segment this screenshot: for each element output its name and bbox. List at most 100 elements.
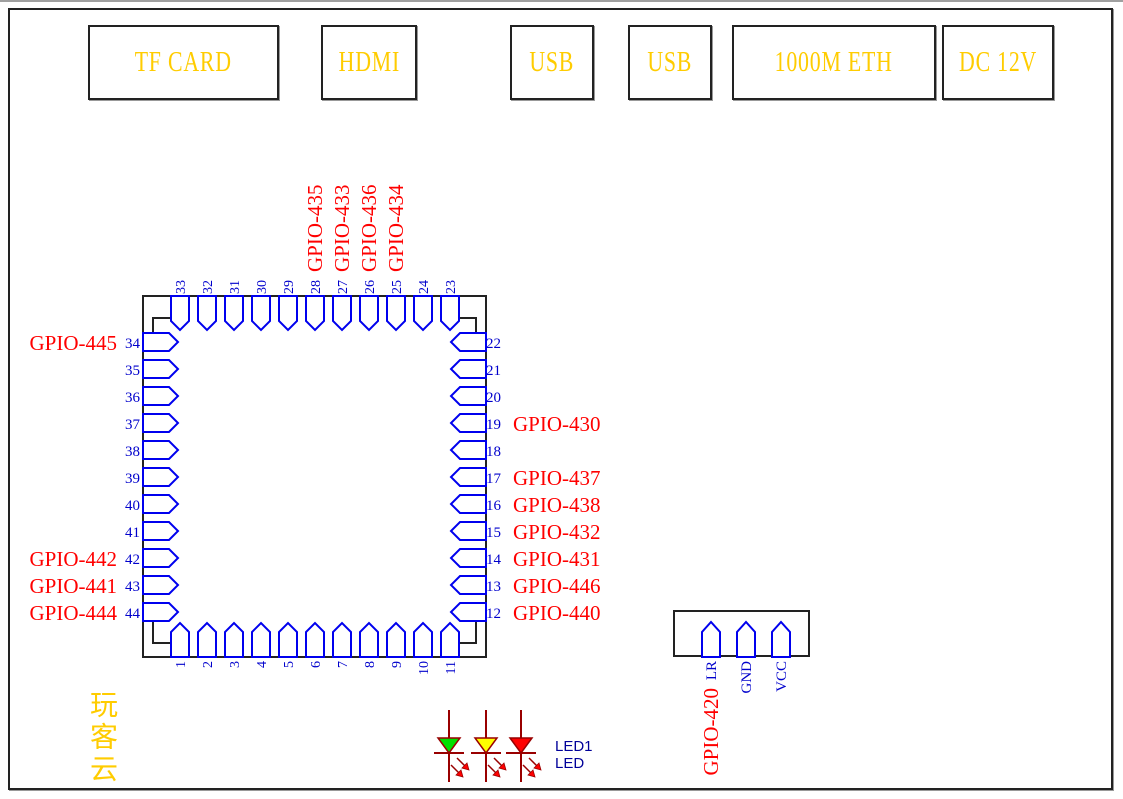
pin-left-39 — [142, 467, 180, 487]
port-ethernet-label: 1000M ETH — [774, 46, 894, 78]
pin-number-34: 34 — [125, 336, 141, 352]
pin-left-40 — [142, 494, 180, 514]
gpio-label-pin-34: GPIO-445 — [30, 331, 118, 355]
pin-number-9: 9 — [390, 661, 405, 668]
pin-number-6: 6 — [309, 661, 324, 668]
pin-number-21: 21 — [486, 363, 501, 379]
gpio-label-pin-42: GPIO-442 — [30, 547, 118, 571]
gpio-label-pin-19: GPIO-430 — [513, 412, 601, 436]
gpio-label-pin-27: GPIO-433 — [330, 185, 354, 273]
pin-number-35: 35 — [125, 363, 140, 379]
pin-number-4: 4 — [255, 661, 270, 668]
port-ethernet: 1000M ETH — [732, 25, 936, 100]
port-hdmi-label: HDMI — [338, 46, 400, 78]
port-usb-2-label: USB — [647, 46, 693, 78]
gpio-label-pin-15: GPIO-432 — [513, 520, 601, 544]
led-light-arrowhead — [492, 769, 501, 778]
pin-bottom-1 — [170, 621, 190, 658]
gpio-label-pin-44: GPIO-444 — [30, 601, 118, 625]
pin-number-23: 23 — [444, 280, 459, 294]
gpio-label-pin-13: GPIO-446 — [513, 574, 601, 598]
header3-pin-vcc — [771, 620, 791, 658]
pin-number-11: 11 — [444, 661, 459, 674]
pin-bottom-10 — [413, 621, 433, 658]
pin-number-1: 1 — [174, 661, 189, 668]
pin-left-36 — [142, 386, 180, 406]
gpio-label-pin-12: GPIO-440 — [513, 601, 601, 625]
pin-number-22: 22 — [486, 336, 501, 352]
pin-number-17: 17 — [486, 471, 502, 487]
gpio-label-pin-17: GPIO-437 — [513, 466, 601, 490]
pin-left-34 — [142, 332, 180, 352]
pin-top-23 — [440, 295, 460, 332]
pin-number-40: 40 — [125, 498, 140, 514]
pin-bottom-2 — [197, 621, 217, 658]
pin-bottom-6 — [305, 621, 325, 658]
led-light-arrowhead — [533, 762, 542, 771]
pin-right-16 — [449, 494, 487, 514]
port-hdmi: HDMI — [321, 25, 417, 100]
gpio-label-header-lr: GPIO-420 — [699, 688, 723, 776]
pin-number-7: 7 — [336, 661, 351, 668]
pin-number-32: 32 — [201, 280, 216, 294]
port-tf-card-label: TF CARD — [134, 46, 233, 78]
gpio-label-pin-14: GPIO-431 — [513, 547, 601, 571]
pin-number-5: 5 — [282, 661, 297, 668]
brand-logo: 玩客云 — [86, 690, 119, 786]
gpio-label-pin-16: GPIO-438 — [513, 493, 601, 517]
pin-right-20 — [449, 386, 487, 406]
pin-number-30: 30 — [255, 280, 270, 294]
pin-number-12: 12 — [486, 606, 501, 622]
pin-bottom-3 — [224, 621, 244, 658]
pin-right-14 — [449, 548, 487, 568]
pin-number-3: 3 — [228, 661, 243, 668]
port-usb-1: USB — [510, 25, 594, 100]
pin-left-43 — [142, 575, 180, 595]
pin-number-10: 10 — [417, 661, 432, 675]
pin-left-35 — [142, 359, 180, 379]
pin-right-12 — [449, 602, 487, 622]
pin-left-41 — [142, 521, 180, 541]
pin-right-18 — [449, 440, 487, 460]
pin-number-39: 39 — [125, 471, 140, 487]
pin-number-25: 25 — [390, 280, 405, 294]
header3-pin-label-gnd: GND — [739, 661, 755, 694]
pin-number-27: 27 — [336, 280, 351, 294]
pin-right-21 — [449, 359, 487, 379]
pin-bottom-7 — [332, 621, 352, 658]
pin-number-13: 13 — [486, 579, 501, 595]
led-green-icon — [436, 737, 462, 755]
pin-top-25 — [386, 295, 406, 332]
pin-top-28 — [305, 295, 325, 332]
led-light-arrowhead — [498, 762, 507, 771]
pin-number-37: 37 — [125, 417, 141, 433]
pin-number-26: 26 — [363, 280, 378, 294]
led-label-2: LED — [555, 755, 584, 772]
pin-top-33 — [170, 295, 190, 332]
pin-top-31 — [224, 295, 244, 332]
pin-top-27 — [332, 295, 352, 332]
pin-number-24: 24 — [417, 280, 432, 294]
pin-bottom-11 — [440, 621, 460, 658]
pin-right-17 — [449, 467, 487, 487]
led-light-arrowhead — [461, 762, 470, 771]
pin-number-15: 15 — [486, 525, 501, 541]
pin-number-44: 44 — [125, 606, 141, 622]
led-light-arrowhead — [455, 769, 464, 778]
pin-left-44 — [142, 602, 180, 622]
pin-number-41: 41 — [125, 525, 140, 541]
gpio-label-pin-26: GPIO-436 — [357, 185, 381, 273]
pin-top-30 — [251, 295, 271, 332]
pin-top-24 — [413, 295, 433, 332]
header3-pin-gnd — [736, 620, 756, 658]
pin-number-31: 31 — [228, 280, 243, 294]
pin-left-42 — [142, 548, 180, 568]
port-usb-2: USB — [628, 25, 712, 100]
pin-right-19 — [449, 413, 487, 433]
pin-number-2: 2 — [201, 661, 216, 668]
gpio-label-pin-43: GPIO-441 — [30, 574, 118, 598]
header3-pin-lr — [701, 620, 721, 658]
pin-left-37 — [142, 413, 180, 433]
pin-right-13 — [449, 575, 487, 595]
